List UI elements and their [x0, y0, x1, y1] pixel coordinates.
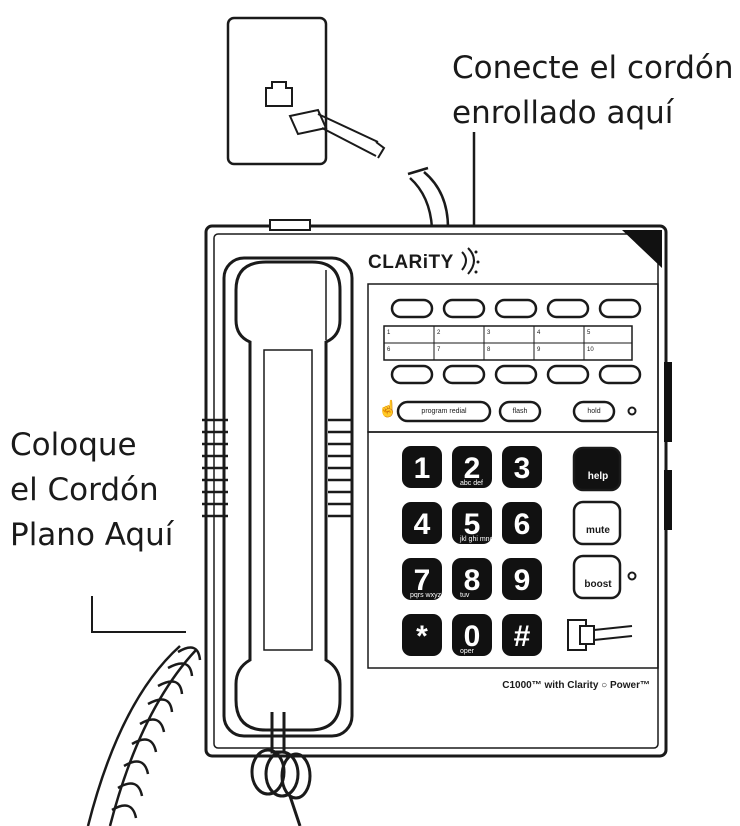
speed-dial-button[interactable] — [494, 298, 538, 319]
speed-dial-number: 9 — [537, 347, 541, 353]
brand-logo: CLARiTY — [368, 247, 480, 275]
handset-cradle — [202, 256, 354, 738]
key-letters: jkl ghi mno — [459, 536, 494, 543]
speed-dial-number: 7 — [437, 347, 441, 353]
function-button[interactable] — [572, 400, 616, 423]
keypad-panel — [367, 431, 659, 669]
cradle-grille — [202, 418, 352, 518]
side-button-label: help — [588, 471, 609, 482]
modular-plug — [288, 108, 386, 159]
side-button[interactable] — [572, 446, 622, 492]
wall-jack — [226, 16, 386, 166]
side-button[interactable] — [572, 554, 622, 600]
line-cord — [409, 171, 450, 229]
key-digit: 6 — [514, 508, 531, 541]
key-digit: 3 — [514, 452, 531, 485]
speed-dial-number: 1 — [387, 330, 391, 336]
indicator-light — [627, 406, 637, 416]
function-buttons: ☝ program redial flash hold — [378, 399, 637, 423]
keypad-key[interactable] — [502, 502, 542, 544]
handset-coil-cord — [86, 645, 312, 826]
side-button-label: mute — [586, 525, 610, 536]
key-digit: 0 — [464, 620, 481, 653]
callout-line: el Cordón — [10, 472, 159, 508]
flat-cord-port-icon — [567, 619, 633, 651]
keypad-key[interactable] — [502, 446, 542, 488]
function-button[interactable] — [396, 400, 492, 423]
key-letters: oper — [460, 648, 475, 655]
function-button[interactable] — [498, 400, 542, 423]
key-digit: * — [416, 620, 428, 653]
speed-dial-button[interactable] — [546, 298, 590, 319]
handset — [234, 260, 342, 732]
speed-dial-directory: 1 2 3 4 5 6 7 8 9 10 — [383, 325, 633, 361]
keypad-key[interactable] — [402, 502, 442, 544]
speed-dial-button[interactable] — [546, 364, 590, 385]
speed-dial-buttons — [390, 298, 642, 385]
keypad-key[interactable] — [402, 614, 442, 656]
keypad-key[interactable] — [502, 614, 542, 656]
key-letters: abc def — [460, 480, 483, 487]
key-letters: tuv — [460, 592, 470, 599]
key-digit: 8 — [464, 564, 481, 597]
key-digit: 1 — [414, 452, 431, 485]
speed-dial-number: 6 — [387, 347, 391, 353]
speed-dial-button[interactable] — [390, 298, 434, 319]
keypad-key[interactable] — [402, 558, 442, 600]
key-digit: 4 — [414, 508, 431, 541]
keypad-key[interactable] — [452, 446, 492, 488]
coiled-cord-callout: Conecte el cordón enrollado aquí — [452, 46, 734, 136]
model-label: C1000™ with Clarity ○ Power™ — [502, 680, 650, 691]
function-button-label: flash — [513, 408, 528, 415]
svg-text:CLARiTY: CLARiTY — [368, 252, 454, 273]
flat-cord-callout: Coloque el Cordón Plano Aquí — [10, 423, 173, 558]
side-buttons: help mute boost — [572, 446, 637, 600]
speed-dial-button[interactable] — [390, 364, 434, 385]
speed-dial-button[interactable] — [494, 364, 538, 385]
keypad-key[interactable] — [402, 446, 442, 488]
speed-dial-button[interactable] — [442, 364, 486, 385]
speed-dial-number: 3 — [487, 330, 491, 336]
key-digit: 7 — [414, 564, 431, 597]
speed-dial-number: 8 — [487, 347, 491, 353]
key-digit: 5 — [464, 508, 481, 541]
speed-dial-number: 10 — [587, 347, 594, 353]
key-digit: 9 — [514, 564, 531, 597]
callout-line: Coloque — [10, 427, 137, 463]
speed-dial-button[interactable] — [442, 298, 486, 319]
function-button-label: hold — [587, 408, 600, 415]
hand-icon: ☝ — [378, 399, 398, 418]
keypad-key[interactable] — [502, 558, 542, 600]
callout-line: enrollado aquí — [452, 95, 674, 131]
key-digit: # — [514, 620, 531, 653]
callout-line: Plano Aquí — [10, 517, 174, 553]
callout-line-left — [91, 596, 186, 633]
keypad-key[interactable] — [452, 502, 492, 544]
function-button-label: program redial — [421, 408, 467, 415]
side-button[interactable] — [572, 500, 622, 546]
keypad-key[interactable] — [452, 558, 492, 600]
keypad-key[interactable] — [452, 614, 492, 656]
speed-dial-number: 5 — [587, 330, 591, 336]
speed-dial-button[interactable] — [598, 298, 642, 319]
speed-dial-number: 4 — [537, 330, 541, 336]
indicator-light — [627, 571, 637, 581]
key-digit: 2 — [464, 452, 481, 485]
key-letters: pqrs wxyz — [410, 592, 442, 599]
callout-line: Conecte el cordón — [452, 50, 734, 86]
side-button-label: boost — [584, 579, 612, 590]
speed-dial-button[interactable] — [598, 364, 642, 385]
speed-dial-number: 2 — [437, 330, 441, 336]
